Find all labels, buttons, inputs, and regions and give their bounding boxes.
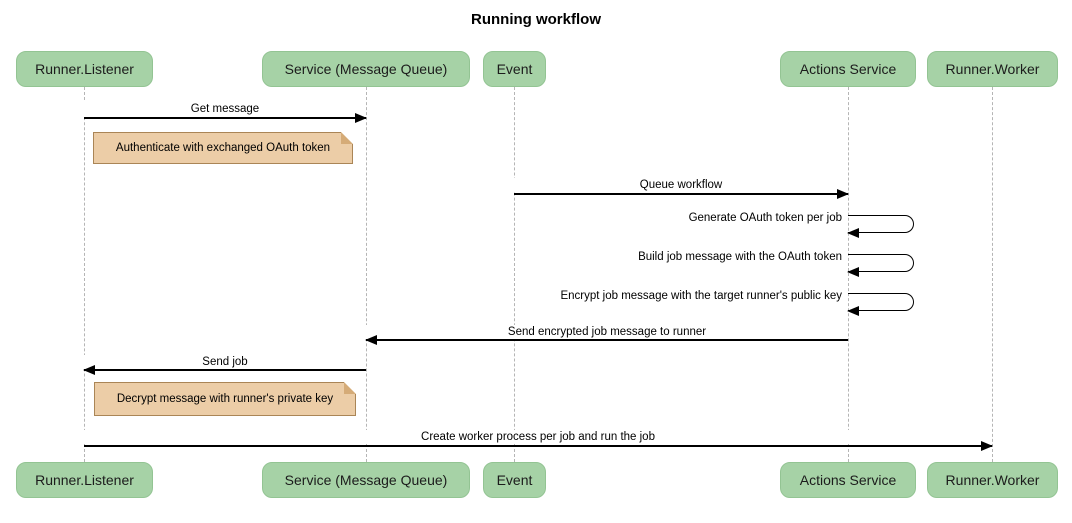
note-text: Authenticate with exchanged OAuth token — [115, 142, 331, 154]
lifeline-event — [514, 87, 515, 462]
self-arrow-generate-oauth-token — [847, 215, 914, 238]
participant-runner-listener-bottom: Runner.Listener — [16, 462, 153, 498]
arrow-get-message — [84, 113, 367, 123]
participant-actions-service-top: Actions Service — [780, 51, 916, 87]
message-label-send-job: Send job — [84, 355, 366, 369]
self-arrow-encrypt-job-message — [847, 293, 914, 316]
arrow-send-encrypted-job — [365, 335, 848, 345]
lifeline-runner-worker — [992, 87, 993, 462]
arrow-create-worker — [84, 441, 993, 451]
participant-actions-service-bottom: Actions Service — [780, 462, 916, 498]
lifeline-service-message-queue — [366, 87, 367, 462]
participant-service-bottom: Service (Message Queue) — [262, 462, 470, 498]
arrow-send-job — [83, 365, 366, 375]
participant-runner-worker-bottom: Runner.Worker — [927, 462, 1058, 498]
note-fold-icon — [344, 382, 356, 394]
note-authenticate: Authenticate with exchanged OAuth token — [93, 132, 353, 164]
note-fold-icon — [341, 132, 353, 144]
diagram-title: Running workflow — [471, 11, 601, 28]
note-decrypt: Decrypt message with runner's private ke… — [94, 382, 356, 416]
self-arrow-build-job-message — [847, 254, 914, 277]
message-label-create-worker: Create worker process per job and run th… — [84, 430, 992, 444]
message-label-queue-workflow: Queue workflow — [514, 178, 848, 192]
message-label-get-message: Get message — [84, 102, 366, 116]
message-label-generate-oauth-token: Generate OAuth token per job — [688, 212, 842, 224]
participant-runner-worker-top: Runner.Worker — [927, 51, 1058, 87]
message-label-build-job-message: Build job message with the OAuth token — [638, 251, 842, 263]
message-label-encrypt-job-message: Encrypt job message with the target runn… — [560, 290, 842, 302]
participant-runner-listener-top: Runner.Listener — [16, 51, 153, 87]
arrow-queue-workflow — [514, 189, 849, 199]
note-text: Decrypt message with runner's private ke… — [116, 393, 334, 405]
message-label-send-encrypted-job: Send encrypted job message to runner — [366, 325, 848, 339]
participant-event-bottom: Event — [483, 462, 546, 498]
participant-service-top: Service (Message Queue) — [262, 51, 470, 87]
lifeline-runner-listener — [84, 87, 85, 462]
participant-event-top: Event — [483, 51, 546, 87]
